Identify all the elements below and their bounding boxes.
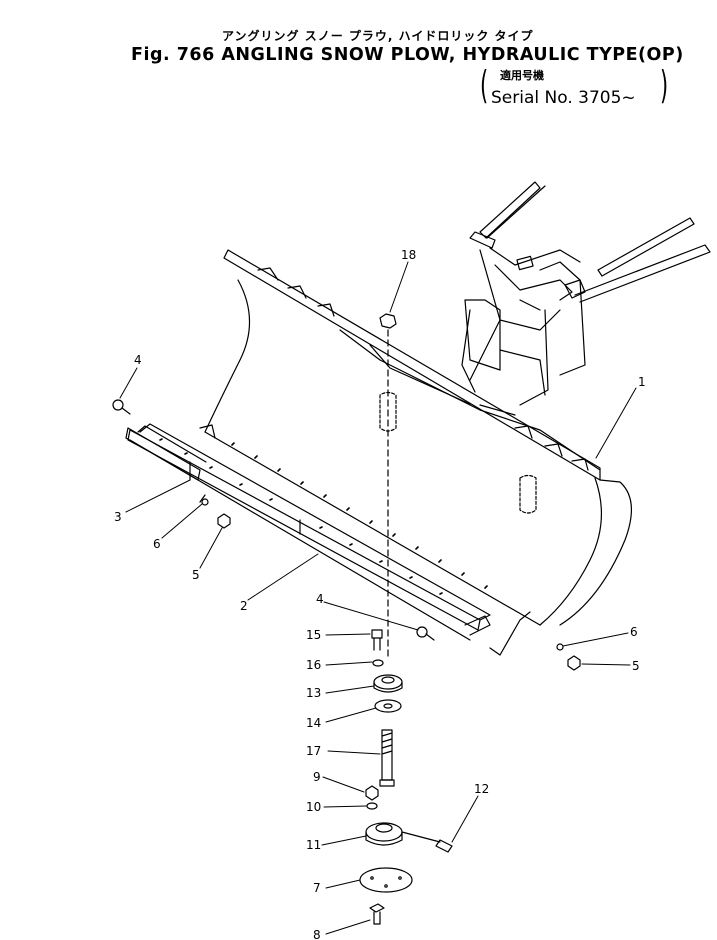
callout-5-left: 5 [192,568,200,582]
part-7-plate [359,867,413,893]
cutting-edge [127,423,491,641]
snow-plow-blade [204,249,633,626]
japanese-title: アングリング スノー プラウ, ハイドロリック タイプ [222,29,534,43]
serial-close-paren: ) [660,63,669,107]
part-9-nut [365,785,379,801]
end-bit [125,425,207,481]
part-4-bolt-lower [416,626,435,641]
leader-lines [119,261,637,935]
part-16-washer [372,659,384,667]
callout-2: 2 [240,599,248,613]
callout-8: 8 [313,928,321,940]
serial-label-japanese: 適用号機 [500,69,544,82]
figure-title: Fig. 766 ANGLING SNOW PLOW, HYDRAULIC TY… [131,45,684,65]
part-6-washer-left [201,498,209,506]
part-8-bolt [369,903,385,925]
part-4-bolt-left [112,399,131,415]
part-5-nut-right [567,655,581,671]
callout-15: 15 [306,628,321,642]
callout-3: 3 [114,510,122,524]
callout-17: 17 [306,744,321,758]
callout-labels: 1 2 3 4 4 5 5 6 6 7 8 9 10 11 12 13 14 1… [114,248,646,940]
callout-9: 9 [313,770,321,784]
callout-18: 18 [401,248,416,262]
callout-6-right: 6 [630,625,638,639]
serial-open-paren: ( [480,63,489,107]
callout-1: 1 [638,375,646,389]
part-14-plate [374,699,402,713]
part-12-grease-fitting [435,839,453,853]
callout-7: 7 [313,881,321,895]
serial-number-label: Serial No. 3705~ [491,88,636,108]
callout-16: 16 [306,658,321,672]
callout-13: 13 [306,686,321,700]
callout-4-left: 4 [134,353,142,367]
callout-5-right: 5 [632,659,640,673]
part-5-nut-left [217,513,231,529]
callout-11: 11 [306,838,321,852]
part-17-stud [379,729,395,787]
part-11-housing [365,822,441,846]
part-18-nut [379,313,397,329]
callout-4-lower: 4 [316,592,324,606]
push-frame [461,181,711,416]
callout-12: 12 [474,782,489,796]
part-15-bolt [371,629,383,651]
callout-14: 14 [306,716,321,730]
blade-bolt-holes [231,442,488,589]
part-10-washer [366,802,378,810]
part-6-washer-right [556,643,564,651]
callout-10: 10 [306,800,321,814]
part-13-seat [373,674,403,693]
callout-6-left: 6 [153,537,161,551]
